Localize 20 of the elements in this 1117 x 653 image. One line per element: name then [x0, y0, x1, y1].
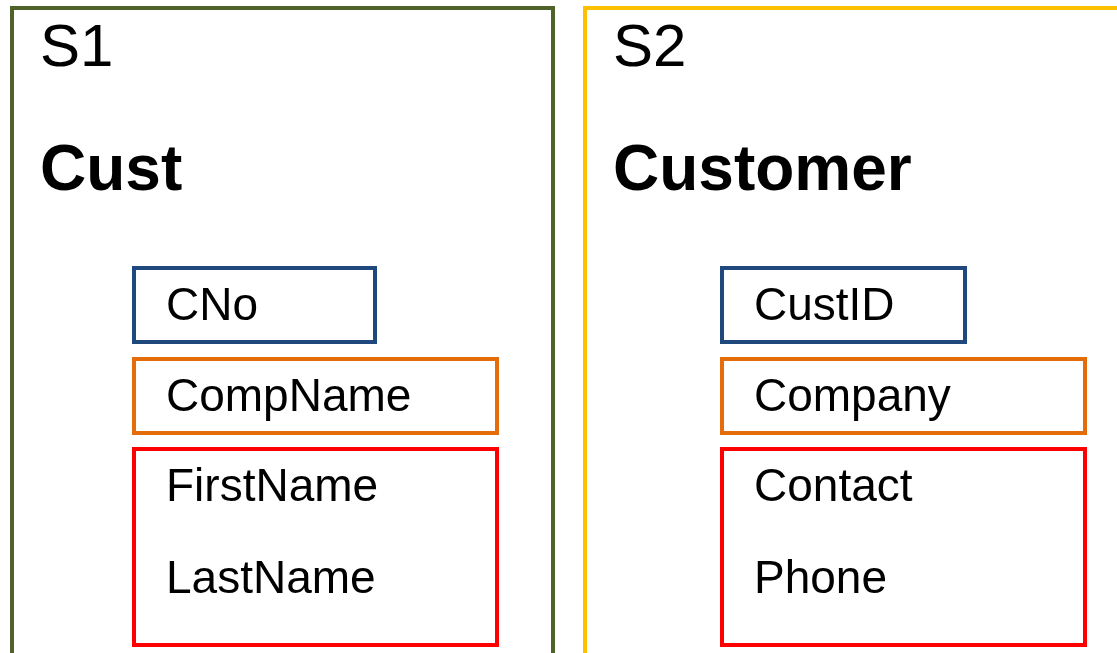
field-box	[132, 266, 377, 344]
field-name: Phone	[754, 550, 887, 605]
field-name: CNo	[166, 277, 259, 332]
entity-panel	[10, 6, 555, 653]
entity-panel	[583, 6, 1117, 653]
field-box	[720, 447, 1087, 647]
field-name: CustID	[754, 277, 895, 332]
field-box	[132, 447, 499, 647]
field-box	[720, 266, 967, 344]
source-label: S1	[40, 11, 114, 81]
source-label: S2	[613, 11, 687, 81]
field-box	[132, 357, 499, 435]
entity-title: Cust	[40, 131, 183, 206]
field-name: Company	[754, 368, 951, 423]
entity-title: Customer	[613, 131, 912, 206]
field-name: LastName	[166, 550, 376, 605]
field-name: FirstName	[166, 458, 379, 513]
field-name: CompName	[166, 368, 412, 423]
field-name: Contact	[754, 458, 913, 513]
field-box	[720, 357, 1087, 435]
